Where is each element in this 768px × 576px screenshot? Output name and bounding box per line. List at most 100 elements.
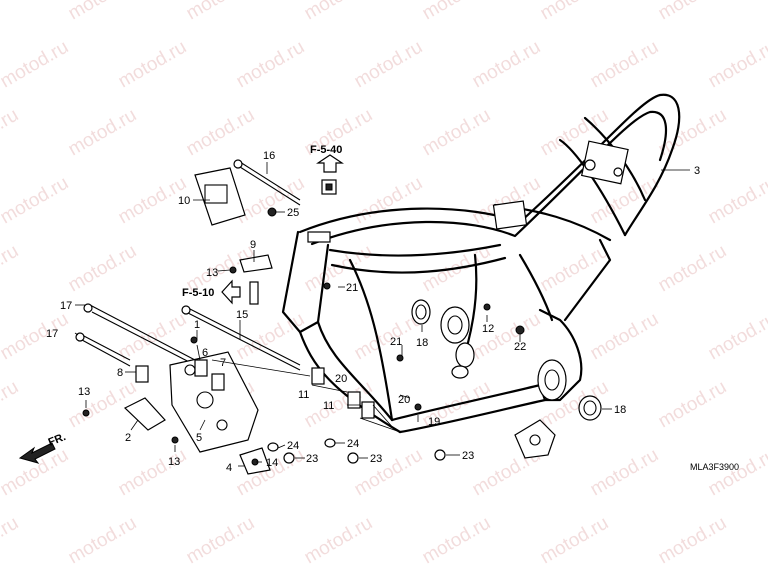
watermark-text: motod.ru [351,173,426,229]
watermark-text: motod.ru [65,377,140,433]
part-collars [135,359,375,419]
callout-24a: 24 [287,440,299,452]
watermark-text: motod.ru [537,0,612,24]
callout-20a: 20 [335,373,347,385]
callout-17a: 17 [60,300,72,312]
callout-21b: 21 [390,336,402,348]
ref-f-5-10-arrow [221,279,241,305]
callout-6: 6 [202,347,208,359]
watermark-text: motod.ru [0,513,22,569]
watermark-text: motod.ru [233,445,308,501]
watermark-text: motod.ru [65,0,140,24]
part-grommet-18a [411,299,431,325]
callout-21a: 21 [346,282,358,294]
main-frame [281,93,681,459]
watermark-text: motod.ru [419,513,494,569]
ref-f-5-10: F-5-10 [182,287,214,299]
watermark-text: motod.ru [705,173,768,229]
watermark-text: motod.ru [587,173,662,229]
part-nuts [82,207,525,466]
watermark-text: motod.ru [0,241,22,297]
watermark-text: motod.ru [0,309,72,365]
watermark-text: motod.ru [183,513,258,569]
watermark-text: motod.ru [183,0,258,24]
part-connector [321,179,337,195]
leader-lines [74,162,690,467]
callout-18a: 18 [416,337,428,349]
watermark-text: motod.ru [655,513,730,569]
watermark-text: motod.ru [65,513,140,569]
watermark-text: motod.ru [419,105,494,161]
callout-17b: 17 [46,328,58,340]
callout-16: 16 [263,150,275,162]
watermark-text: motod.ru [705,309,768,365]
callout-13a: 13 [206,267,218,279]
watermark-text: motod.ru [0,105,22,161]
callout-24b: 24 [347,438,359,450]
watermark-text: motod.ru [65,105,140,161]
part-bolt-15 [181,305,301,371]
watermark-text: motod.ru [183,105,258,161]
watermark-text: motod.ru [0,173,72,229]
watermark-text: motod.ru [0,0,22,24]
callout-20b: 20 [398,394,410,406]
ref-f-5-40-arrow [316,154,344,173]
part-bracket-2 [123,397,166,431]
callout-23a: 23 [306,453,318,465]
watermark-text: motod.ru [301,241,376,297]
watermark-text: motod.ru [469,309,544,365]
callout-1: 1 [194,319,200,331]
watermark-text: motod.ru [301,513,376,569]
callout-23b: 23 [370,453,382,465]
watermark-text: motod.ru [0,37,72,93]
watermark-text: motod.ru [233,37,308,93]
callout-23c: 23 [462,450,474,462]
callout-13b: 13 [78,386,90,398]
watermark-text: motod.ru [537,513,612,569]
watermark-text: motod.ru [115,309,190,365]
watermark-text: motod.ru [301,0,376,24]
watermark-text: motod.ru [587,37,662,93]
direction-arrow-icon [18,442,56,464]
callout-19: 19 [428,416,440,428]
watermark-text: motod.ru [655,241,730,297]
callout-25: 25 [287,207,299,219]
watermark-text: motod.ru [65,241,140,297]
watermark-text: motod.ru [655,377,730,433]
part-bracket-10 [194,167,246,226]
callout-22: 22 [514,341,526,353]
callout-11b: 11 [323,400,334,412]
watermark-text: motod.ru [351,445,426,501]
watermark-text: motod.ru [587,309,662,365]
ref-f-5-40: F-5-40 [310,144,342,156]
part-engine-hanger-plate [169,351,259,453]
part-grommet-18b [578,395,602,421]
callout-13c: 13 [168,456,180,468]
watermark-text: motod.ru [537,241,612,297]
callout-9: 9 [250,239,256,251]
callout-10: 10 [178,195,190,207]
callout-labels: 3 16 10 25 9 13 17 17 1 15 21 6 7 8 20 1… [46,150,700,474]
part-bolt-17a [83,303,198,367]
watermark-text: motod.ru [655,0,730,24]
watermark-text: motod.ru [0,377,22,433]
watermark-text: motod.ru [705,37,768,93]
callout-18b: 18 [614,404,626,416]
part-clip-9 [239,254,273,273]
watermark-text: motod.ru [469,37,544,93]
callout-11a: 11 [298,389,309,401]
callout-5: 5 [196,432,202,444]
watermark-text: motod.ru [587,445,662,501]
callout-8: 8 [117,367,123,379]
callout-2: 2 [125,432,131,444]
direction-label: FR. [47,431,68,449]
watermark-text: motod.ru [351,37,426,93]
callout-14: 14 [266,457,278,469]
callout-12: 12 [482,323,494,335]
watermark-text: motod.ru [419,0,494,24]
callout-3: 3 [694,165,700,177]
watermark-text: motod.ru [115,445,190,501]
